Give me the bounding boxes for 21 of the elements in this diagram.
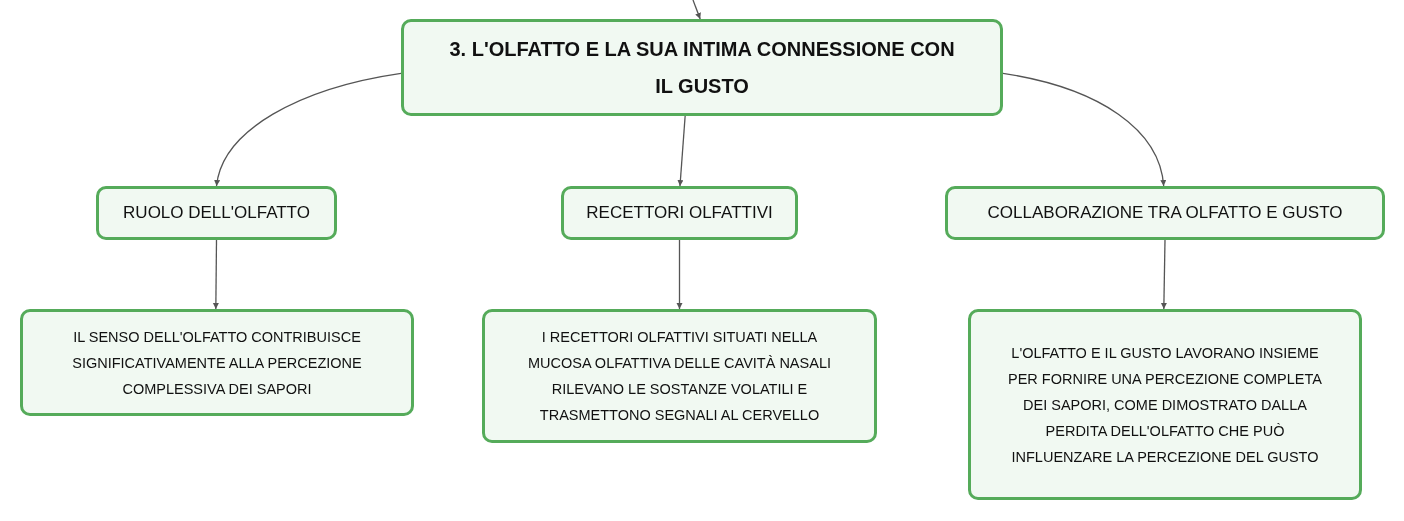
connector-arrow: [212, 239, 219, 310]
subtopic-box: [945, 186, 1385, 240]
topic-title: 3. L'OLFATTO E LA SUA INTIMA CONNESSIONE CON IL GUSTO: [448, 36, 956, 99]
detail-text: I RECETTORI OLFATTIVI SITUATI NELLA MUCOSA OLFATTIVA DELLE CAVITÀ NASALI RILEVANO LE SOSTANZE VOLATILI E TRASMETTONO SEGNALI AL CERVELLO: [527, 328, 832, 425]
connector-arrow: [692, 0, 701, 20]
subtopic-box: [96, 186, 337, 240]
connector-arrow: [214, 72, 402, 187]
detail-box: [968, 309, 1362, 500]
detail-text: L'OLFATTO E IL GUSTO LAVORANO INSIEME PER FORNIRE UNA PERCEZIONE COMPLETA DEI SAPORI, COME DIMOSTRATO DALLA PERDITA DELL'OLFATTO CHE PUÒ INFLUENZARE LA PERCEZIONE DEL GUSTO: [1007, 343, 1323, 467]
connector-arrow: [1160, 239, 1167, 310]
connector-arrow: [1002, 72, 1166, 187]
subtopic-box: [561, 186, 798, 240]
detail-text: IL SENSO DELL'OLFATTO CONTRIBUISCE SIGNIFICATIVAMENTE ALLA PERCEZIONE COMPLESSIVA DEI SAPORI: [71, 327, 363, 399]
connector-arrow: [677, 115, 686, 187]
subtopic-label: COLLABORAZIONE TRA OLFATTO E GUSTO: [987, 202, 1343, 224]
detail-box: [482, 309, 877, 443]
subtopic-label: RUOLO DELL'OLFATTO: [123, 202, 310, 224]
connector-arrow: [676, 239, 683, 310]
topic-box: [401, 19, 1003, 116]
subtopic-label: RECETTORI OLFATTIVI: [586, 202, 773, 224]
detail-box: [20, 309, 414, 416]
